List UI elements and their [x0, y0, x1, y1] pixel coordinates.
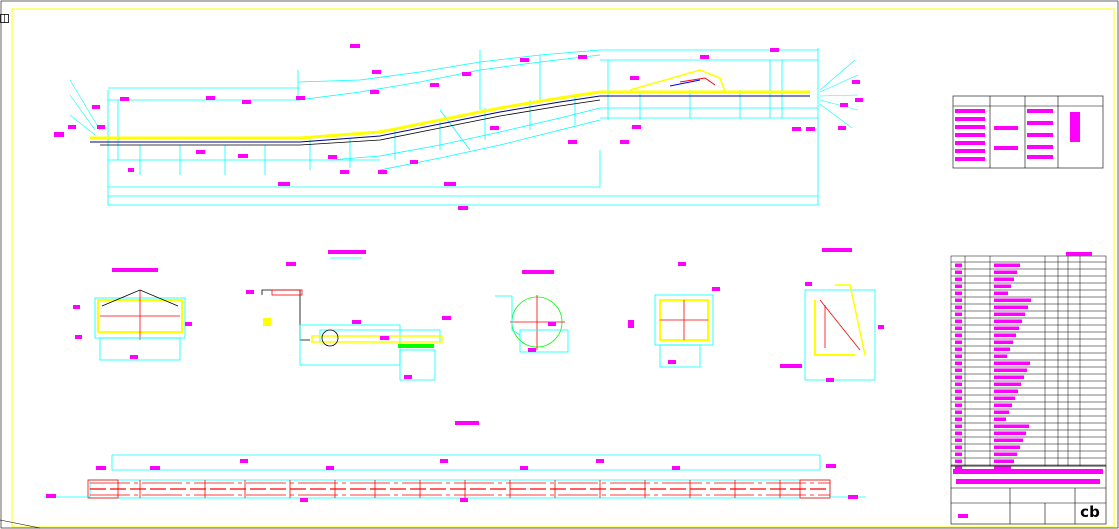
bom-row-text — [994, 375, 1024, 379]
detail-view-5 — [780, 248, 884, 382]
bom-row-number — [955, 396, 962, 400]
bom-row-text — [994, 305, 1028, 309]
bom-row-number — [955, 375, 962, 379]
bom-row-text — [994, 466, 1011, 470]
bom-row-number — [955, 333, 962, 337]
bom-row-number — [955, 291, 962, 295]
bom-row-number — [955, 382, 962, 386]
bom-row-number — [955, 354, 962, 358]
detail-view-4 — [628, 262, 720, 368]
bom-row-text — [994, 368, 1027, 372]
parameter-table — [952, 95, 1104, 169]
bom-row-text — [994, 452, 1017, 456]
bill-of-materials — [950, 252, 1107, 470]
plan-view — [44, 421, 866, 502]
bom-row-number — [955, 298, 962, 302]
bom-row-number — [955, 424, 962, 428]
bom-row-text — [994, 326, 1019, 330]
bom-row-text — [994, 284, 1011, 288]
title-block: cb — [950, 465, 1107, 525]
bom-row-text — [994, 270, 1017, 274]
bom-row-number — [955, 389, 962, 393]
bom-row-text — [994, 291, 1008, 295]
bom-row-number — [955, 466, 962, 470]
bom-row-text — [994, 424, 1029, 428]
bom-row-number — [955, 445, 962, 449]
detail-view-2 — [246, 250, 451, 381]
bom-row-number — [955, 263, 962, 267]
bom-row-text — [994, 438, 1023, 442]
bom-row-number — [955, 417, 962, 421]
detail-view-3 — [495, 270, 569, 353]
bom-row-text — [994, 410, 1009, 414]
bom-row-number — [955, 361, 962, 365]
detail-view-1 — [73, 268, 192, 361]
ucs-origin-icon — [0, 9, 10, 23]
bom-row-number — [955, 459, 962, 463]
bom-row-number — [955, 452, 962, 456]
bom-row-number — [955, 305, 962, 309]
bom-row-number — [955, 403, 962, 407]
bom-row-number — [955, 319, 962, 323]
bom-row-number — [955, 340, 962, 344]
bom-row-text — [994, 459, 1014, 463]
bom-row-number — [955, 368, 962, 372]
bom-row-text — [994, 417, 1006, 421]
bom-row-number — [955, 284, 962, 288]
bom-row-number — [955, 326, 962, 330]
bom-row-number — [955, 438, 962, 442]
main-profile-view — [54, 44, 863, 210]
bom-row-text — [994, 445, 1020, 449]
bom-row-number — [955, 431, 962, 435]
bom-row-text — [994, 312, 1025, 316]
bom-row-text — [994, 298, 1031, 302]
bom-row-text — [994, 382, 1021, 386]
bom-row-text — [994, 263, 1020, 267]
bom-row-text — [994, 347, 1010, 351]
bom-row-number — [955, 410, 962, 414]
bom-row-number — [955, 347, 962, 351]
bom-row-text — [994, 319, 1022, 323]
bom-row-text — [994, 340, 1013, 344]
bom-row-number — [955, 270, 962, 274]
bom-row-text — [994, 389, 1018, 393]
bom-row-number — [955, 277, 962, 281]
bom-row-text — [994, 333, 1016, 337]
bom-row-text — [994, 277, 1014, 281]
bom-row-text — [994, 354, 1007, 358]
bom-row-text — [994, 403, 1012, 407]
bom-row-text — [994, 431, 1026, 435]
title-block-logo: cb — [1080, 503, 1100, 521]
bom-row-text — [994, 396, 1015, 400]
bom-row-text — [994, 361, 1030, 365]
bom-row-number — [955, 312, 962, 316]
